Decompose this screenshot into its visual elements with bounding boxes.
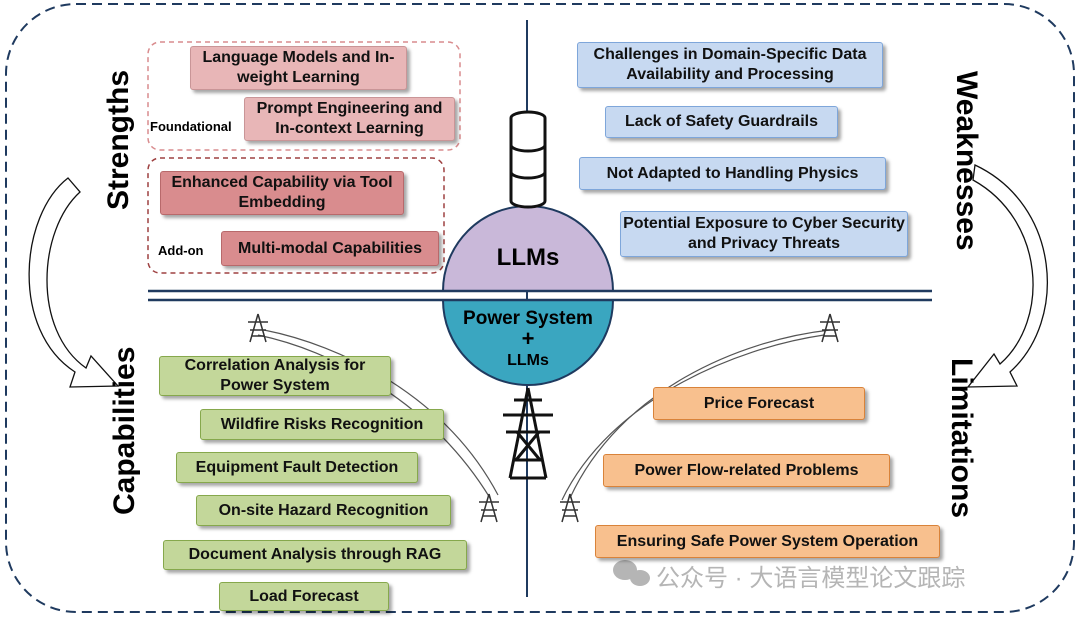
- transmission-tower-icon: [820, 313, 840, 343]
- capability-item: On-site Hazard Recognition: [196, 495, 451, 526]
- weaknesses-label: Weaknesses: [950, 71, 983, 251]
- weakness-item: Not Adapted to Handling Physics: [579, 157, 886, 190]
- capability-item: Correlation Analysis for Power System: [159, 356, 391, 396]
- watermark: 公众号 · 大语言模型论文跟踪: [656, 565, 966, 592]
- strengths-to-capabilities-arrow: [28, 177, 120, 388]
- foundational-label: Foundational: [150, 119, 232, 134]
- capability-item: Document Analysis through RAG: [163, 540, 467, 570]
- limitation-item: Power Flow-related Problems: [603, 454, 890, 487]
- llms-hub-label: LLMs: [496, 244, 560, 271]
- power-system-hub-shape: [441, 299, 615, 386]
- power-line: [569, 329, 831, 499]
- strengths-label: Strengths: [102, 69, 135, 210]
- capability-item: Wildfire Risks Recognition: [200, 409, 444, 440]
- strength-item: Prompt Engineering and In-context Learni…: [244, 97, 455, 141]
- addon-group: [147, 157, 445, 274]
- weakness-item: Lack of Safety Guardrails: [605, 106, 838, 138]
- addon-label: Add-on: [158, 243, 204, 258]
- capability-item: Equipment Fault Detection: [176, 452, 418, 483]
- power-system-hub-label: Power System: [463, 308, 593, 329]
- weakness-item: Challenges in Domain-Specific Data Avail…: [577, 42, 883, 88]
- limitation-item: Ensuring Safe Power System Operation: [595, 525, 940, 558]
- wechat-icon: [613, 560, 650, 586]
- strength-item: Language Models and In-weight Learning: [190, 46, 407, 90]
- transmission-tower-icon: [479, 493, 499, 523]
- foundational-group: [147, 41, 461, 151]
- strength-item: Multi-modal Capabilities: [221, 231, 439, 266]
- outer-frame: [5, 3, 1075, 613]
- weakness-item: Potential Exposure to Cyber Security and…: [620, 211, 908, 257]
- limitations-label: Limitations: [945, 358, 978, 519]
- weaknesses-to-limitations-arrow: [966, 164, 1048, 388]
- transmission-tower-icon: [248, 313, 268, 343]
- power-system-hub-llms: LLMs: [507, 352, 549, 369]
- capability-item: Load Forecast: [219, 582, 389, 611]
- transmission-tower-icon: [503, 387, 553, 480]
- database-icon: [509, 110, 547, 209]
- power-line: [561, 334, 825, 501]
- transmission-tower-icon: [560, 493, 580, 523]
- capabilities-label: Capabilities: [108, 346, 141, 515]
- strength-item: Enhanced Capability via Tool Embedding: [160, 171, 404, 215]
- power-system-hub-plus: +: [521, 326, 535, 351]
- limitation-item: Price Forecast: [653, 387, 865, 420]
